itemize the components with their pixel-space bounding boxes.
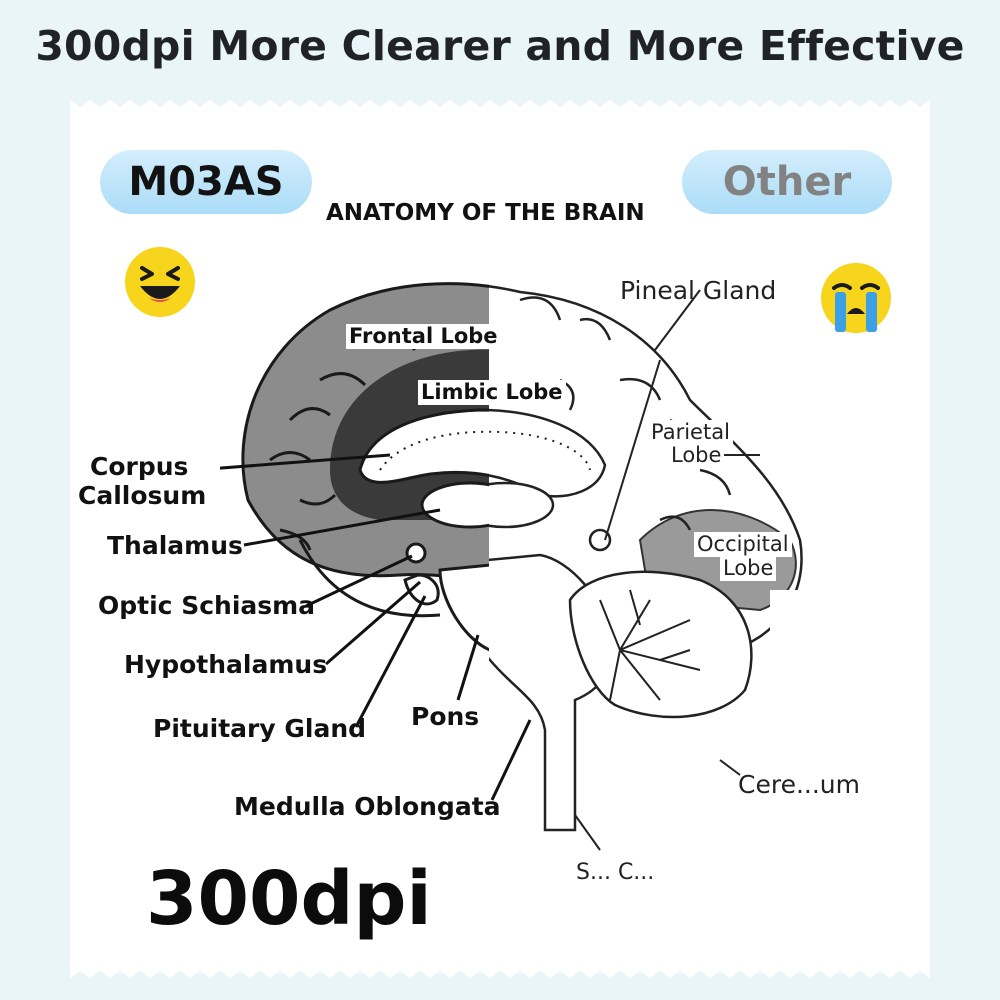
label-limbic-lobe: Limbic Lobe xyxy=(418,380,566,405)
diagram-title: ANATOMY OF THE BRAIN xyxy=(326,200,645,226)
label-frontal-lobe: Frontal Lobe xyxy=(346,324,501,349)
brain-diagram xyxy=(220,282,820,851)
headline: 300dpi More Clearer and More Effective xyxy=(35,22,965,70)
comparison-divider xyxy=(487,86,491,1000)
crying-face-icon xyxy=(821,263,891,333)
label-hypothalamus: Hypothalamus xyxy=(124,650,328,679)
label-occipital-lobe: Lobe xyxy=(720,556,777,581)
resolution-caption: 300dpi xyxy=(146,856,432,942)
other-badge: Other xyxy=(682,150,892,214)
label-cerebellum: Cere...um xyxy=(738,770,860,799)
label-corpus: Corpus xyxy=(90,452,189,481)
label-medulla-oblongata: Medulla Oblongata xyxy=(234,792,501,821)
label-spinal-cord: S... C... xyxy=(576,860,655,885)
laughing-face-icon xyxy=(125,247,195,317)
label-optic-schiasma: Optic Schiasma xyxy=(98,591,316,620)
label-callosum: Callosum xyxy=(78,481,207,510)
label-pons: Pons xyxy=(411,702,480,731)
paper-top-zigzag-edge xyxy=(70,98,930,107)
label-occipital: Occipital xyxy=(694,532,792,557)
label-thalamus: Thalamus xyxy=(107,531,243,560)
label-pineal-gland: Pineal Gland xyxy=(620,276,777,305)
paper-bottom-zigzag-edge xyxy=(70,971,930,980)
label-pituitary-gland: Pituitary Gland xyxy=(153,714,367,743)
m03as-badge: M03AS xyxy=(100,150,312,214)
label-parietal: Parietal xyxy=(648,420,733,445)
label-parietal-lobe: Lobe xyxy=(668,443,725,468)
